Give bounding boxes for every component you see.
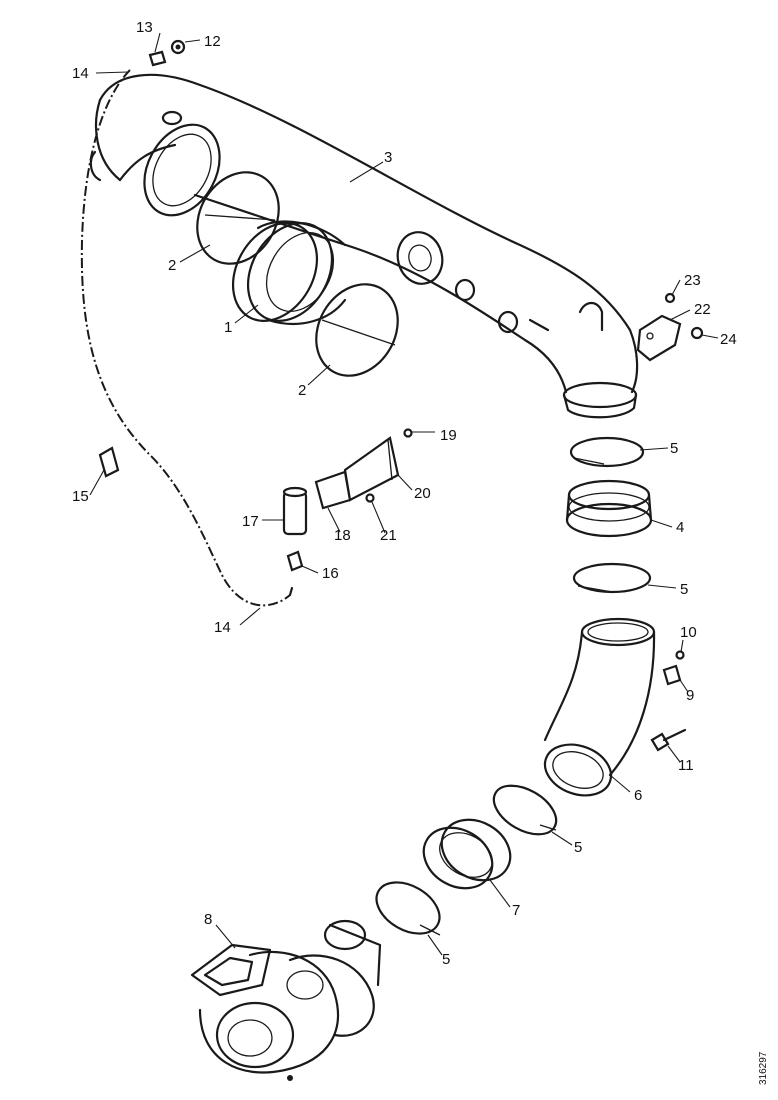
callout-20: 20 <box>414 485 431 502</box>
part-6-elbow <box>543 617 656 797</box>
part-2-clamp-lower <box>315 283 399 377</box>
callout-5: 5 <box>574 839 582 856</box>
part-9-nut <box>662 664 682 686</box>
part-3-exhaust-pipe <box>89 73 639 419</box>
part-22-bracket <box>636 314 682 362</box>
callout-5: 5 <box>442 951 450 968</box>
part-20-plate <box>343 436 400 502</box>
callout-15: 15 <box>72 488 89 505</box>
callout-labels: 13 12 14 3 2 1 2 23 22 24 19 5 15 20 17 … <box>72 19 737 968</box>
callout-24: 24 <box>720 331 737 348</box>
part-5-clamp-a <box>569 436 645 468</box>
part-15-clip <box>98 446 120 478</box>
part-12-fitting <box>170 39 186 55</box>
callout-13: 13 <box>136 19 153 36</box>
callout-12: 12 <box>204 33 221 50</box>
part-23-bolt <box>664 292 676 304</box>
part-17-sleeve <box>282 486 308 536</box>
part-13-fitting <box>148 50 167 67</box>
callout-17: 17 <box>242 513 259 530</box>
callout-3: 3 <box>384 149 392 166</box>
part-10-washer <box>675 650 685 660</box>
part-18-bracket <box>314 470 352 510</box>
leader-lines <box>89 32 719 956</box>
part-4-bellows <box>565 479 653 538</box>
callout-9: 9 <box>686 687 694 704</box>
part-1-bellows <box>231 220 347 325</box>
callout-7: 7 <box>512 902 520 919</box>
callout-18: 18 <box>334 527 351 544</box>
callout-6: 6 <box>634 787 642 804</box>
part-19-screw <box>403 428 413 438</box>
figure-reference-number: 316297 <box>758 1051 769 1085</box>
callout-8: 8 <box>204 911 212 928</box>
part-21-screw <box>365 493 375 503</box>
callout-1: 1 <box>224 319 232 336</box>
callout-5: 5 <box>670 440 678 457</box>
callout-16: 16 <box>322 565 339 582</box>
callout-11: 11 <box>678 757 694 774</box>
callout-5: 5 <box>680 581 688 598</box>
callout-23: 23 <box>684 272 701 289</box>
callout-19: 19 <box>440 427 457 444</box>
part-5-clamp-c <box>492 784 558 836</box>
callout-2: 2 <box>298 382 306 399</box>
part-5-clamp-b <box>572 562 652 594</box>
callout-22: 22 <box>694 301 711 318</box>
part-24-bolt <box>690 326 704 340</box>
callout-2: 2 <box>168 257 176 274</box>
callout-21: 21 <box>380 527 397 544</box>
part-11-bolt <box>650 728 687 752</box>
part-5-clamp-d <box>375 881 441 936</box>
callout-14: 14 <box>72 65 89 82</box>
part-7-bellows <box>422 818 512 890</box>
part-8-turbocharger <box>190 919 382 1081</box>
part-14-hose <box>80 69 294 607</box>
part-16-nut <box>286 550 304 572</box>
callout-10: 10 <box>680 624 697 641</box>
callout-14: 14 <box>214 619 231 636</box>
callout-4: 4 <box>676 519 684 536</box>
